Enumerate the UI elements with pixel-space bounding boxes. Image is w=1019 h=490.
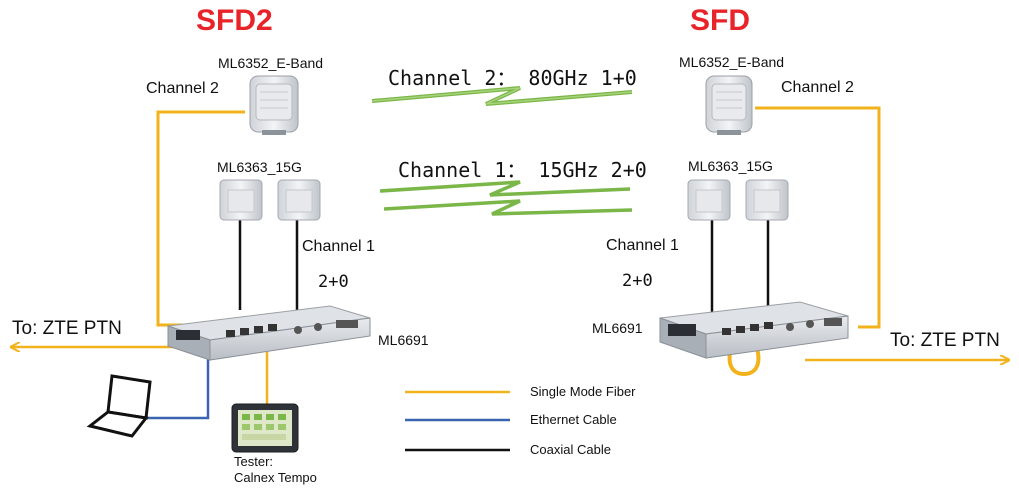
tester-device-icon bbox=[231, 403, 299, 453]
right-idu-model: ML6691 bbox=[592, 320, 643, 336]
tester-label-line1: Tester: bbox=[234, 454, 274, 469]
right-eband-radio-icon bbox=[705, 75, 753, 135]
radio-link-channel1 bbox=[379, 180, 633, 216]
left-ptn-label: To: ZTE PTN bbox=[12, 318, 122, 339]
legend-coax-label: Coaxial Cable bbox=[530, 442, 611, 457]
left-eband-model: ML6352_E-Band bbox=[218, 55, 324, 71]
right-ch2-fiber bbox=[755, 106, 881, 329]
right-ptn-label: To: ZTE PTN bbox=[890, 330, 1000, 351]
right-ch1-config: 2+0 bbox=[622, 271, 653, 291]
channel1-link-label: Channel 1： 15GHz 2+0 bbox=[398, 158, 647, 182]
laptop-icon bbox=[86, 374, 152, 438]
right-15g-model: ML6363_15G bbox=[688, 158, 773, 174]
legend-fiber-label: Single Mode Fiber bbox=[530, 384, 636, 399]
right-ch2-label: Channel 2 bbox=[781, 79, 854, 96]
right-15g-radio-a-icon bbox=[687, 179, 731, 221]
left-ch1-config: 2+0 bbox=[318, 272, 349, 292]
left-ch1-label: Channel 1 bbox=[302, 238, 375, 255]
left-idu-icon bbox=[167, 305, 371, 361]
radio-link-channel2 bbox=[371, 86, 633, 106]
right-site-title: SFD bbox=[690, 4, 750, 37]
left-site-title: SFD2 bbox=[196, 4, 273, 37]
laptop-ethernet bbox=[145, 345, 210, 420]
legend-ethernet-label: Ethernet Cable bbox=[530, 412, 617, 427]
left-ch2-label: Channel 2 bbox=[146, 80, 219, 97]
left-idu-model: ML6691 bbox=[378, 332, 429, 348]
right-eband-model: ML6352_E-Band bbox=[679, 54, 785, 70]
right-ch1-label: Channel 1 bbox=[606, 237, 679, 254]
left-eband-radio-icon bbox=[249, 75, 299, 135]
left-15g-radio-b-icon bbox=[277, 179, 321, 221]
tester-label-line2: Calnex Tempo bbox=[234, 470, 317, 485]
right-idu-icon bbox=[659, 301, 849, 359]
left-15g-model: ML6363_15G bbox=[217, 159, 302, 175]
right-15g-radio-b-icon bbox=[745, 179, 789, 221]
left-15g-radio-a-icon bbox=[219, 179, 263, 221]
channel2-link-label: Channel 2： 80GHz 1+0 bbox=[388, 66, 637, 90]
